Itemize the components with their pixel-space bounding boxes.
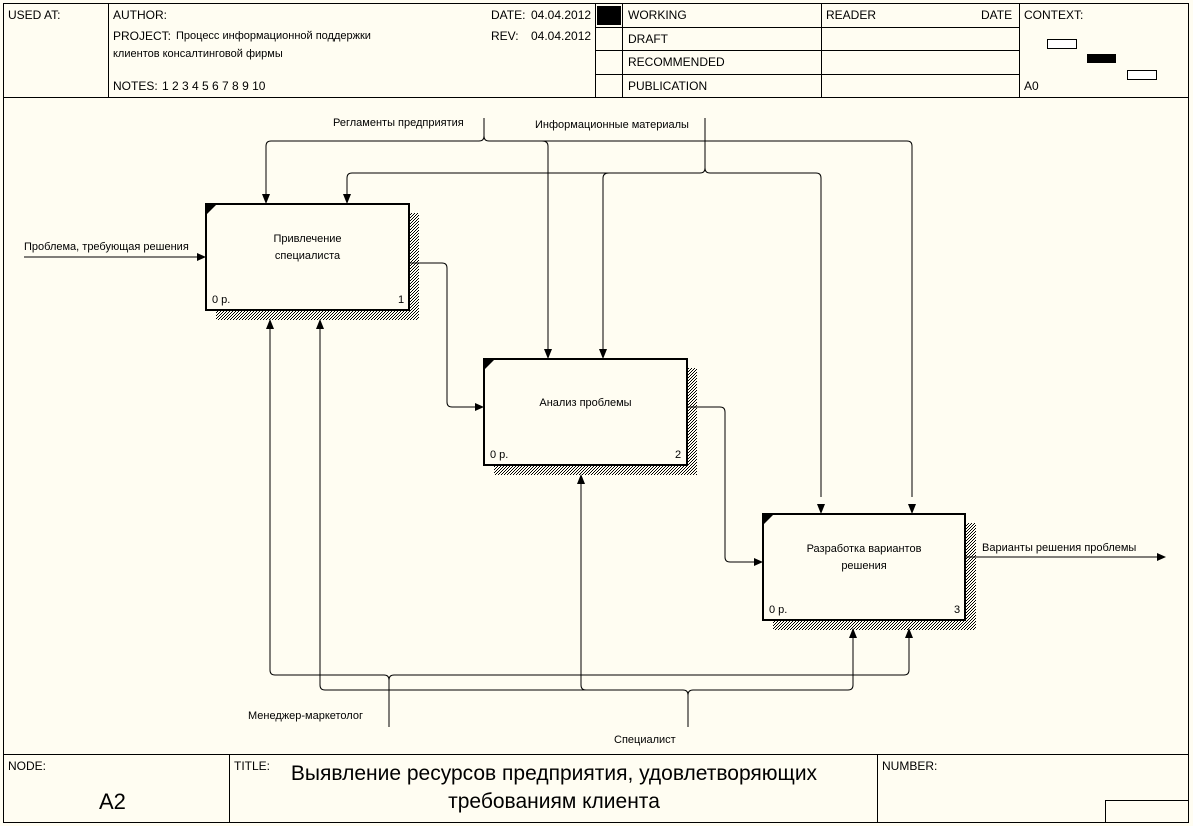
- working-status-marker: [597, 6, 621, 25]
- control-label-regulations: Регламенты предприятия: [333, 117, 464, 129]
- rev-value: 04.04.2012: [531, 29, 592, 43]
- status-working: WORKING: [628, 8, 687, 22]
- footer-top-border: [3, 754, 1189, 755]
- arrowhead: [908, 504, 916, 514]
- arrowhead: [599, 349, 607, 359]
- status-row-divider: [595, 74, 1019, 75]
- mechanism-arrow-manager[interactable]: [269, 328, 390, 727]
- diagram-title-line2: требованиям клиента: [448, 790, 660, 813]
- arrowhead: [475, 403, 484, 411]
- box-corner-mark: [484, 359, 495, 370]
- used-at-label: USED AT:: [8, 8, 61, 22]
- box1-number: 1: [398, 294, 405, 306]
- header-divider: [1019, 3, 1020, 97]
- box3-title-line2: решения: [841, 560, 887, 572]
- control-arrow-materials-branch[interactable]: [602, 172, 610, 350]
- rev-label: REV:: [491, 29, 519, 43]
- arrowhead: [577, 474, 585, 484]
- node-value: A2: [99, 789, 126, 814]
- context-label: CONTEXT:: [1024, 8, 1084, 22]
- arrowhead: [817, 504, 825, 514]
- box1-title: Привлечение специалиста: [206, 231, 409, 265]
- arrowhead: [316, 319, 324, 329]
- reader-date-label: DATE: [981, 8, 1013, 22]
- box1-title-line1: Привлечение: [273, 233, 342, 245]
- control-arrow-materials-branch[interactable]: [704, 167, 822, 497]
- arrowhead: [266, 319, 274, 329]
- box1-title-line2: специалиста: [274, 250, 341, 262]
- project-label: PROJECT:: [113, 29, 172, 43]
- status-row-divider: [595, 50, 1019, 51]
- page-number-box: [1105, 800, 1189, 823]
- arrowhead: [197, 253, 206, 261]
- arrowhead: [544, 349, 552, 359]
- arrowhead: [1157, 553, 1166, 561]
- box-corner-mark: [763, 514, 774, 525]
- box2-number: 2: [675, 449, 682, 461]
- mechanism-label-specialist: Специалист: [614, 734, 676, 746]
- author-label: AUTHOR:: [113, 8, 167, 22]
- control-arrow-regulations-branch[interactable]: [541, 140, 549, 350]
- arrow-box1-to-box2[interactable]: [410, 262, 476, 408]
- footer-divider: [229, 754, 230, 823]
- header-bottom-border: [3, 97, 1189, 98]
- notes-numbers: 1 2 3 4 5 6 7 8 9 10: [162, 79, 266, 93]
- context-node: A0: [1024, 79, 1039, 93]
- control-label-materials: Информационные материалы: [535, 119, 689, 131]
- project-name-line2: клиентов консалтинговой фирмы: [113, 48, 283, 60]
- input-label: Проблема, требующая решения: [24, 241, 189, 253]
- diagram-title-line1: Выявление ресурсов предприятия, удовлетв…: [290, 762, 818, 785]
- control-arrow-regulations[interactable]: [483, 118, 913, 497]
- arrow-box2-to-box3[interactable]: [688, 406, 755, 563]
- footer-divider: [877, 754, 878, 823]
- arrowhead: [849, 628, 857, 638]
- box3-number: 3: [954, 604, 961, 616]
- status-publication: PUBLICATION: [628, 79, 708, 93]
- notes-label: NOTES:: [113, 79, 158, 93]
- activity-box-2[interactable]: [483, 358, 688, 466]
- box2-cost: 0 р.: [490, 449, 509, 461]
- reader-label: READER: [826, 8, 877, 22]
- status-recommended: RECOMMENDED: [628, 55, 725, 69]
- diagram-title: Выявление ресурсов предприятия, удовлетв…: [230, 760, 878, 816]
- mechanism-arrow-manager-branch[interactable]: [388, 637, 910, 681]
- date-value: 04.04.2012: [531, 8, 592, 22]
- arrowhead: [343, 194, 351, 204]
- box3-title-line1: Разработка вариантов: [806, 543, 922, 555]
- activity-box-3[interactable]: [762, 513, 966, 621]
- box2-title: Анализ проблемы: [484, 395, 687, 412]
- box3-title: Разработка вариантов решения: [763, 541, 965, 575]
- arrowhead: [262, 194, 270, 204]
- node-label: NODE:: [8, 759, 47, 773]
- mechanism-label-manager: Менеджер-маркетолог: [248, 710, 363, 722]
- arrowheads: [197, 194, 1166, 638]
- arrowhead: [905, 628, 913, 638]
- arrowhead: [754, 558, 763, 566]
- box3-cost: 0 р.: [769, 604, 788, 616]
- box2-title-line1: Анализ проблемы: [539, 397, 632, 409]
- project-name-line1: Процесс информационной поддержки: [176, 30, 371, 42]
- context-box: [1127, 70, 1157, 80]
- date-label: DATE:: [491, 8, 526, 22]
- title-label: TITLE:: [234, 759, 271, 773]
- mechanism-arrow-specialist[interactable]: [319, 328, 689, 727]
- status-draft: DRAFT: [628, 32, 668, 46]
- mechanism-arrow-specialist-branch[interactable]: [687, 637, 854, 696]
- box1-cost: 0 р.: [212, 294, 231, 306]
- context-box: [1047, 39, 1077, 49]
- context-box-current: [1087, 54, 1116, 63]
- control-arrow-regulations-branch[interactable]: [265, 135, 485, 195]
- activity-box-1[interactable]: [205, 203, 410, 311]
- control-arrow-materials[interactable]: [346, 118, 706, 195]
- arrow-lines: [24, 118, 1158, 727]
- status-row-divider: [595, 27, 1019, 28]
- box-corner-mark: [206, 204, 217, 215]
- mechanism-arrow-specialist-branch[interactable]: [580, 483, 587, 691]
- header-divider: [108, 3, 109, 97]
- output-label: Варианты решения проблемы: [982, 542, 1137, 554]
- number-label: NUMBER:: [882, 759, 938, 773]
- diagram-frame: [3, 3, 1189, 823]
